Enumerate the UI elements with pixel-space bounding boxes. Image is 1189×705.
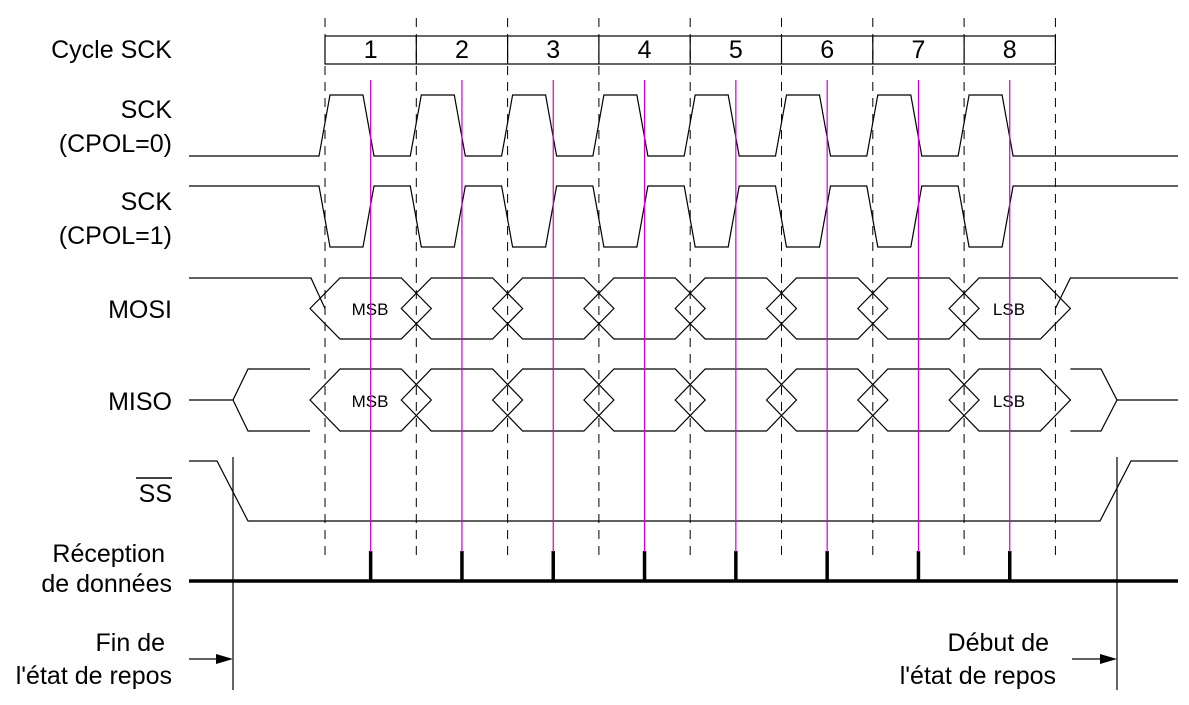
ss-waveform — [189, 460, 1178, 522]
bus-bit-cell — [674, 368, 798, 432]
bus-bit-cell — [400, 368, 524, 432]
dashed-guides — [324, 18, 1056, 555]
label-mosi: MOSI — [108, 296, 172, 324]
cycle-number: 5 — [729, 36, 743, 64]
bus-bit-cell — [583, 368, 707, 432]
label-sck-cpol1-line2: (CPOL=1) — [59, 222, 172, 250]
bus-bit-cell — [856, 368, 980, 432]
bus-bit-cell — [948, 368, 1072, 432]
label-idle-start-line1: Début de — [948, 629, 1049, 657]
reception-ticks — [368, 551, 1012, 581]
cycle-number: 3 — [546, 36, 560, 64]
cycle-number: 1 — [364, 36, 378, 64]
cycle-number: 8 — [1003, 36, 1017, 64]
cycle-number: 7 — [911, 36, 925, 64]
mosi-lsb-label: LSB — [993, 300, 1025, 319]
miso-lsb-label: LSB — [993, 392, 1025, 411]
miso-idle-tail — [1070, 368, 1178, 432]
mosi-idle-tail — [1054, 277, 1178, 309]
bus-bit-cell — [583, 277, 707, 340]
bus-bit-cell — [309, 277, 433, 340]
bus-bit-cell — [491, 277, 615, 340]
cycle-number: 6 — [820, 36, 834, 64]
bus-bit-cell — [765, 277, 889, 340]
cycle-number: 2 — [455, 36, 469, 64]
label-reception-line2: de données — [41, 570, 172, 598]
label-reception-line1: Réception — [52, 540, 165, 568]
label-idle-start-line2: l'état de repos — [900, 662, 1056, 690]
bus-bit-cell — [309, 368, 433, 432]
label-cycle-sck: Cycle SCK — [51, 36, 172, 64]
mosi-msb-label: MSB — [352, 300, 389, 319]
label-sck-cpol0-line1: SCK — [121, 96, 173, 124]
idle-end-arrow-icon — [216, 654, 233, 664]
label-sck-cpol1-line1: SCK — [121, 188, 173, 216]
bus-bit-cell — [491, 368, 615, 432]
bus-bit-cell — [856, 277, 980, 340]
miso-waveform — [189, 368, 1178, 432]
bus-bit-cell — [674, 277, 798, 340]
idle-start-arrow-icon — [1100, 654, 1117, 664]
mosi-idle-lead — [189, 277, 326, 309]
bus-bit-cell — [400, 277, 524, 340]
label-idle-end-line1: Fin de — [96, 629, 165, 657]
miso-idle-lead — [189, 368, 310, 432]
label-idle-end-line2: l'état de repos — [16, 662, 172, 690]
sck-cpol1-waveform — [189, 185, 1178, 248]
sck-cpol0-waveform — [189, 94, 1178, 157]
label-sck-cpol0-line2: (CPOL=0) — [59, 130, 172, 158]
cycle-number: 4 — [638, 36, 652, 64]
bus-bit-cell — [948, 277, 1072, 340]
sample-markers — [370, 80, 1011, 552]
label-miso: MISO — [108, 388, 172, 416]
bus-bit-cell — [765, 368, 889, 432]
miso-msb-label: MSB — [352, 392, 389, 411]
label-ss: SS — [139, 480, 172, 508]
mosi-waveform — [189, 277, 1178, 340]
